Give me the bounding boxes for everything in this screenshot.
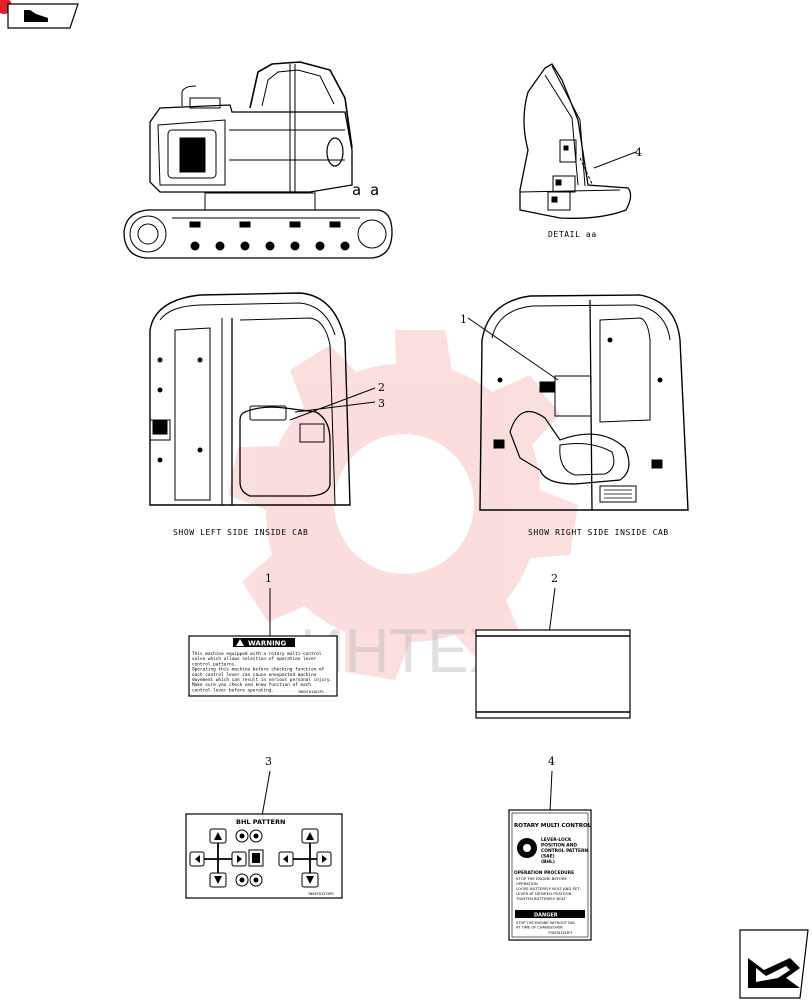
decal-4-step: LOOSE BUTTERFLY BOLT AND SET [516,886,580,891]
decal-3-part-no: YN05T01370P1 [308,892,334,896]
decal-3-bhl-pattern-label: BHL PATTERN YN05T01370P1 [185,813,343,899]
decal-1-part-no: YN05T01382P1 [298,690,324,694]
decal-1-line: movement which can result in serious per… [192,677,332,683]
excavator-side-view [123,61,393,259]
detail-aa-view [519,63,637,219]
callout-right-1: 1 [460,313,467,326]
callout-decal-1: 1 [265,572,272,585]
leader-decal-4 [549,770,553,813]
decal-1-header: WARNING [248,640,287,648]
left-cab-view [149,292,376,506]
decal-1-line: Make sure you check and know function of… [192,682,311,688]
decal-4-step: STOP THE ENGINE BEFORE [516,876,568,881]
next-button[interactable] [739,929,809,999]
decal-4-danger-line: STOP THE ENGINE WITHOUT FAIL [516,921,575,925]
decal-3-title: BHL PATTERN [236,818,285,826]
decal-1-line: This machine equipped with a rotary mult… [192,651,322,657]
decal-1-line: Operating this machine before checking f… [192,667,325,673]
caption-right-cab: SHOW RIGHT SIDE INSIDE CAB [528,528,669,537]
decal-4-step: TIGHTEN BUTTERFLY BOLT [515,896,566,901]
decal-1-line: each control lever can cause unexpected … [192,672,317,678]
decal-4-part-no: YY05T01353P1 [548,931,573,935]
decal-1-line: control patterns. [192,661,237,667]
decal-4-danger: DANGER [534,913,558,919]
caption-left-cab: SHOW LEFT SIDE INSIDE CAB [173,528,309,537]
callout-left-3: 3 [378,397,385,410]
callout-decal-3: 3 [265,755,272,768]
decal-4-line: (BHL) [541,859,555,865]
decal-2-blank-label [475,629,631,719]
decal-4-title: ROTARY MULTI CONTROL [514,823,592,829]
arrow-back-icon [24,10,48,22]
back-button[interactable] [0,0,79,29]
callout-left-2: 2 [378,381,385,394]
decal-4-line: (SAE) [541,854,555,860]
arrow-next-icon [748,958,800,988]
decal-4-line: CONTROL PATTERN [541,848,588,854]
right-cab-view [467,294,689,511]
decal-4-step: OPERATION [516,881,538,886]
decal-4-line: POSITION AND [541,843,577,849]
decal-1-line: control lever before operating. [192,687,274,693]
decal-4-line: LEVER-LOCK [541,837,572,843]
decal-1-warning-label: WARNING This machine equipped with a rot… [188,635,338,697]
callout-decal-4: 4 [548,755,555,768]
leader-decal-3 [261,770,271,817]
control-pattern-icons [189,828,332,888]
decal-4-rotary-control-label: ROTARY MULTI CONTROL LEVER-LOCKPOSITION … [508,809,592,941]
decal-1-line: valve which allows selection of operatio… [192,656,317,662]
watermark-gear [228,330,578,680]
decal-4-sub: OPERATION PROCEDURE [514,870,574,876]
callout-decal-2: 2 [551,572,558,585]
callout-aa: a a [352,181,379,199]
leader-decal-2 [548,587,556,635]
callout-detail-4: 4 [635,146,642,159]
caption-detail: DETAIL aa [548,230,597,239]
decal-4-step: LEVER AT DESIRED POSITION [516,891,571,896]
decal-4-danger-line: AT TIME OF CHANGEOVER [516,926,563,930]
